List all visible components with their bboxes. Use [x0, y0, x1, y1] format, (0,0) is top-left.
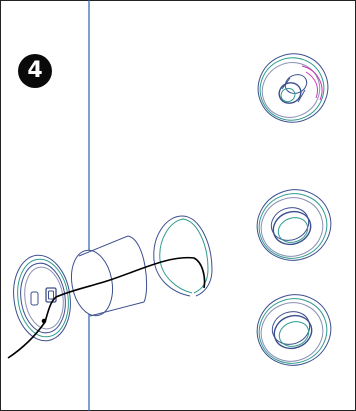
step-number-badge: 4: [18, 54, 52, 88]
cylinder-tube: [70, 235, 148, 317]
wall-plate: [13, 254, 71, 342]
dome-cover: [153, 215, 213, 297]
ring-assembled-top: [257, 53, 329, 123]
ring-variant-middle: [256, 189, 332, 261]
ring-variant-bottom: [256, 294, 332, 366]
cable: [7, 256, 206, 359]
step-number-label: 4: [27, 58, 43, 83]
